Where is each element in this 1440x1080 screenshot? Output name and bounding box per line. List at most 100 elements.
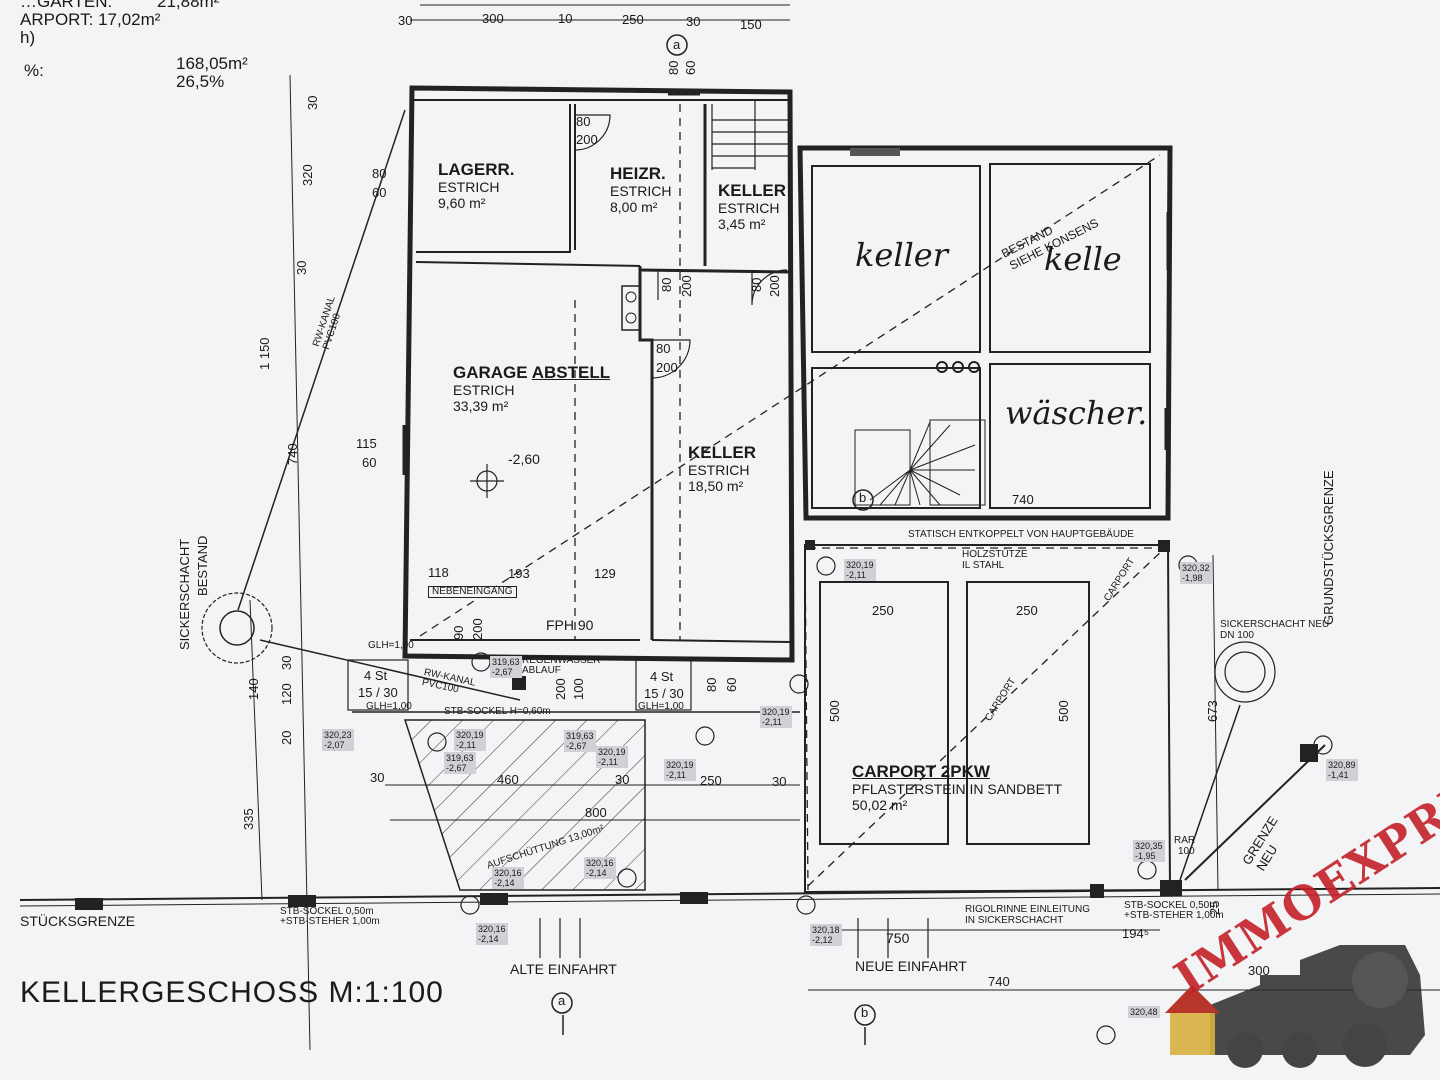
level-l4: 319,63-2,67 xyxy=(564,730,596,752)
handwritten-wascher: wäscher. xyxy=(1005,394,1148,432)
header-line2: ARPORT: 17,02m² xyxy=(20,10,161,29)
dim-door9-0: 90 xyxy=(451,625,466,640)
dim-row-1: 460 xyxy=(497,772,519,787)
room-keller-small: KELLER ESTRICH 3,45 m² xyxy=(718,181,786,232)
level-l8: 320,19-2,11 xyxy=(844,559,876,581)
room-garage-name: GARAGE ABSTELL xyxy=(453,363,611,382)
dim-k-door-2: 80 xyxy=(749,277,764,292)
level-l17: 319,63-2,67 xyxy=(490,656,522,678)
label-stb-sockel-b1: STB-SOCKEL 0,50m xyxy=(1124,900,1218,911)
dim-top-3: 250 xyxy=(622,12,644,27)
dim-left-5: 140 xyxy=(246,678,261,700)
dim-740-room: 740 xyxy=(1012,492,1034,507)
dim-garage-bottom-2: 129 xyxy=(594,566,616,581)
dim-door2-0: 200 xyxy=(553,678,568,700)
label-sickerschacht-2: BESTAND xyxy=(195,535,210,596)
section-marker-b-bottom: b xyxy=(861,1005,869,1020)
dim-740-bottom: 740 xyxy=(988,974,1010,989)
dim-garage-door-0: 80 xyxy=(656,341,671,356)
room-keller-big: KELLER ESTRICH 18,50 m² xyxy=(688,443,756,494)
label-nebeneingang: NEBENEINGANG xyxy=(428,586,517,598)
handwritten-keller-2: kelle xyxy=(1044,240,1122,278)
room-keller-big-floor: ESTRICH xyxy=(688,462,750,478)
room-lagerr-floor: ESTRICH xyxy=(438,179,500,195)
label-grundstuecksgrenze: GRUNDSTÜCKSGRENZE xyxy=(1321,470,1336,625)
dim-row-4: 30 xyxy=(772,774,787,789)
dim-garage-door-1: 200 xyxy=(656,360,678,375)
label-rar: RAR xyxy=(1174,835,1196,846)
dim-left-0: 30 xyxy=(305,95,320,110)
dim-top-5: 150 xyxy=(740,17,762,32)
dim-door9-1: 200 xyxy=(470,618,485,640)
label-alte-einfahrt: ALTE EINFAHRT xyxy=(510,961,617,977)
dim-door-heiz-0: 80 xyxy=(576,114,591,129)
room-heizr: HEIZR. ESTRICH 8,00 m² xyxy=(610,164,671,215)
label-statisch: STATISCH ENTKOPPELT VON HAUPTGEBÄUDE xyxy=(908,529,1134,540)
dim-left-4: 740 xyxy=(285,443,300,465)
dim-row-3: 250 xyxy=(700,773,722,788)
room-lagerr-area: 9,60 m² xyxy=(438,195,486,211)
room-keller-small-name: KELLER xyxy=(718,181,786,200)
dim-topdoor-0: 80 xyxy=(666,60,681,75)
dim-door8-1: 60 xyxy=(724,677,739,692)
dim-row-2: 30 xyxy=(615,772,630,787)
dim-k-door-0: 80 xyxy=(659,277,674,292)
level-l1: 320,23-2,07 xyxy=(322,729,354,751)
room-carport-name: CARPORT 2PKW xyxy=(852,762,990,781)
dim-top-4: 30 xyxy=(686,14,701,29)
dim-top-0: 30 xyxy=(398,13,413,28)
label-stuecksgrenze: STÜCKSGRENZE xyxy=(20,913,136,929)
dim-carport-500b: 500 xyxy=(1056,700,1071,722)
label-stb-sockel-h: STB-SOCKEL H=0,60m xyxy=(444,706,551,717)
room-lagerr: LAGERR. ESTRICH 9,60 m² xyxy=(438,160,515,211)
room-lagerr-name: LAGERR. xyxy=(438,160,515,179)
dim-left-7: 30 xyxy=(279,655,294,670)
level-l15: 320,35-1,95 xyxy=(1133,840,1165,862)
level-l10: 320,16-2,14 xyxy=(492,867,524,889)
dim-800: 800 xyxy=(585,805,607,820)
label-stair-1b: 15 / 30 xyxy=(358,685,398,700)
label-rar-dn: 100 xyxy=(1178,846,1195,857)
room-garage: GARAGE ABSTELL ESTRICH 33,39 m² xyxy=(453,363,610,414)
section-marker-a-bottom: a xyxy=(558,993,566,1008)
label-glh-3: GLH=1,00 xyxy=(638,701,684,712)
level-l7: 320,19-2,11 xyxy=(760,706,792,728)
header-line4-value1: 168,05m² xyxy=(176,54,248,73)
dim-garage-bottom-0: 118 xyxy=(428,565,449,580)
level-l9: 320,16-2,14 xyxy=(584,857,616,879)
room-heizr-floor: ESTRICH xyxy=(610,183,672,199)
dim-carport-250b: 250 xyxy=(1016,603,1038,618)
label-regenwasser-1: REGENWASSER- xyxy=(522,655,604,666)
label-regenwasser-2: ABLAUF xyxy=(522,665,561,676)
level-l6: 320,19-2,11 xyxy=(664,759,696,781)
level-l11: 320,16-2,14 xyxy=(476,923,508,945)
label-stb-sockel-b2: +STB-STEHER 1,00m xyxy=(1124,910,1224,921)
room-heizr-name: HEIZR. xyxy=(610,164,666,183)
dim-top-1: 300 xyxy=(482,11,504,26)
dim-750: 750 xyxy=(886,930,910,946)
room-heizr-area: 8,00 m² xyxy=(610,199,658,215)
dim-win-garage-1: 60 xyxy=(362,455,377,470)
dim-left-3: 1 150 xyxy=(257,337,272,370)
header-line4-label: %: xyxy=(24,61,44,80)
label-stb-sockel-a1: STB-SOCKEL 0,50m xyxy=(280,906,374,917)
garage-level: -2,60 xyxy=(508,451,540,467)
dim-carport-500a: 500 xyxy=(827,700,842,722)
room-carport-floor: PFLASTERSTEIN IN SANDBETT xyxy=(852,781,1063,797)
label-sickerschacht-1: SICKERSCHACHT xyxy=(177,538,192,650)
label-sickerschacht-neu-2: DN 100 xyxy=(1220,630,1254,641)
level-l12: 320,18-2,12 xyxy=(810,924,842,946)
level-l2: 320,19-2,11 xyxy=(454,729,486,751)
dim-garage-bottom-1: 193 xyxy=(508,566,530,581)
dim-300: 300 xyxy=(1248,963,1270,978)
immoexpress-logo xyxy=(1165,945,1425,1068)
label-stair-2: 4 St xyxy=(650,669,674,684)
header-line4-value2: 26,5% xyxy=(176,72,225,91)
dim-carport-250a: 250 xyxy=(872,603,894,618)
label-glh-2: GLH=1,00 xyxy=(366,701,412,712)
dim-top-2: 10 xyxy=(558,11,573,26)
label-stair-1: 4 St xyxy=(364,668,388,683)
dim-topdoor-1: 60 xyxy=(683,60,698,75)
dim-door-lager-1: 60 xyxy=(372,185,387,200)
